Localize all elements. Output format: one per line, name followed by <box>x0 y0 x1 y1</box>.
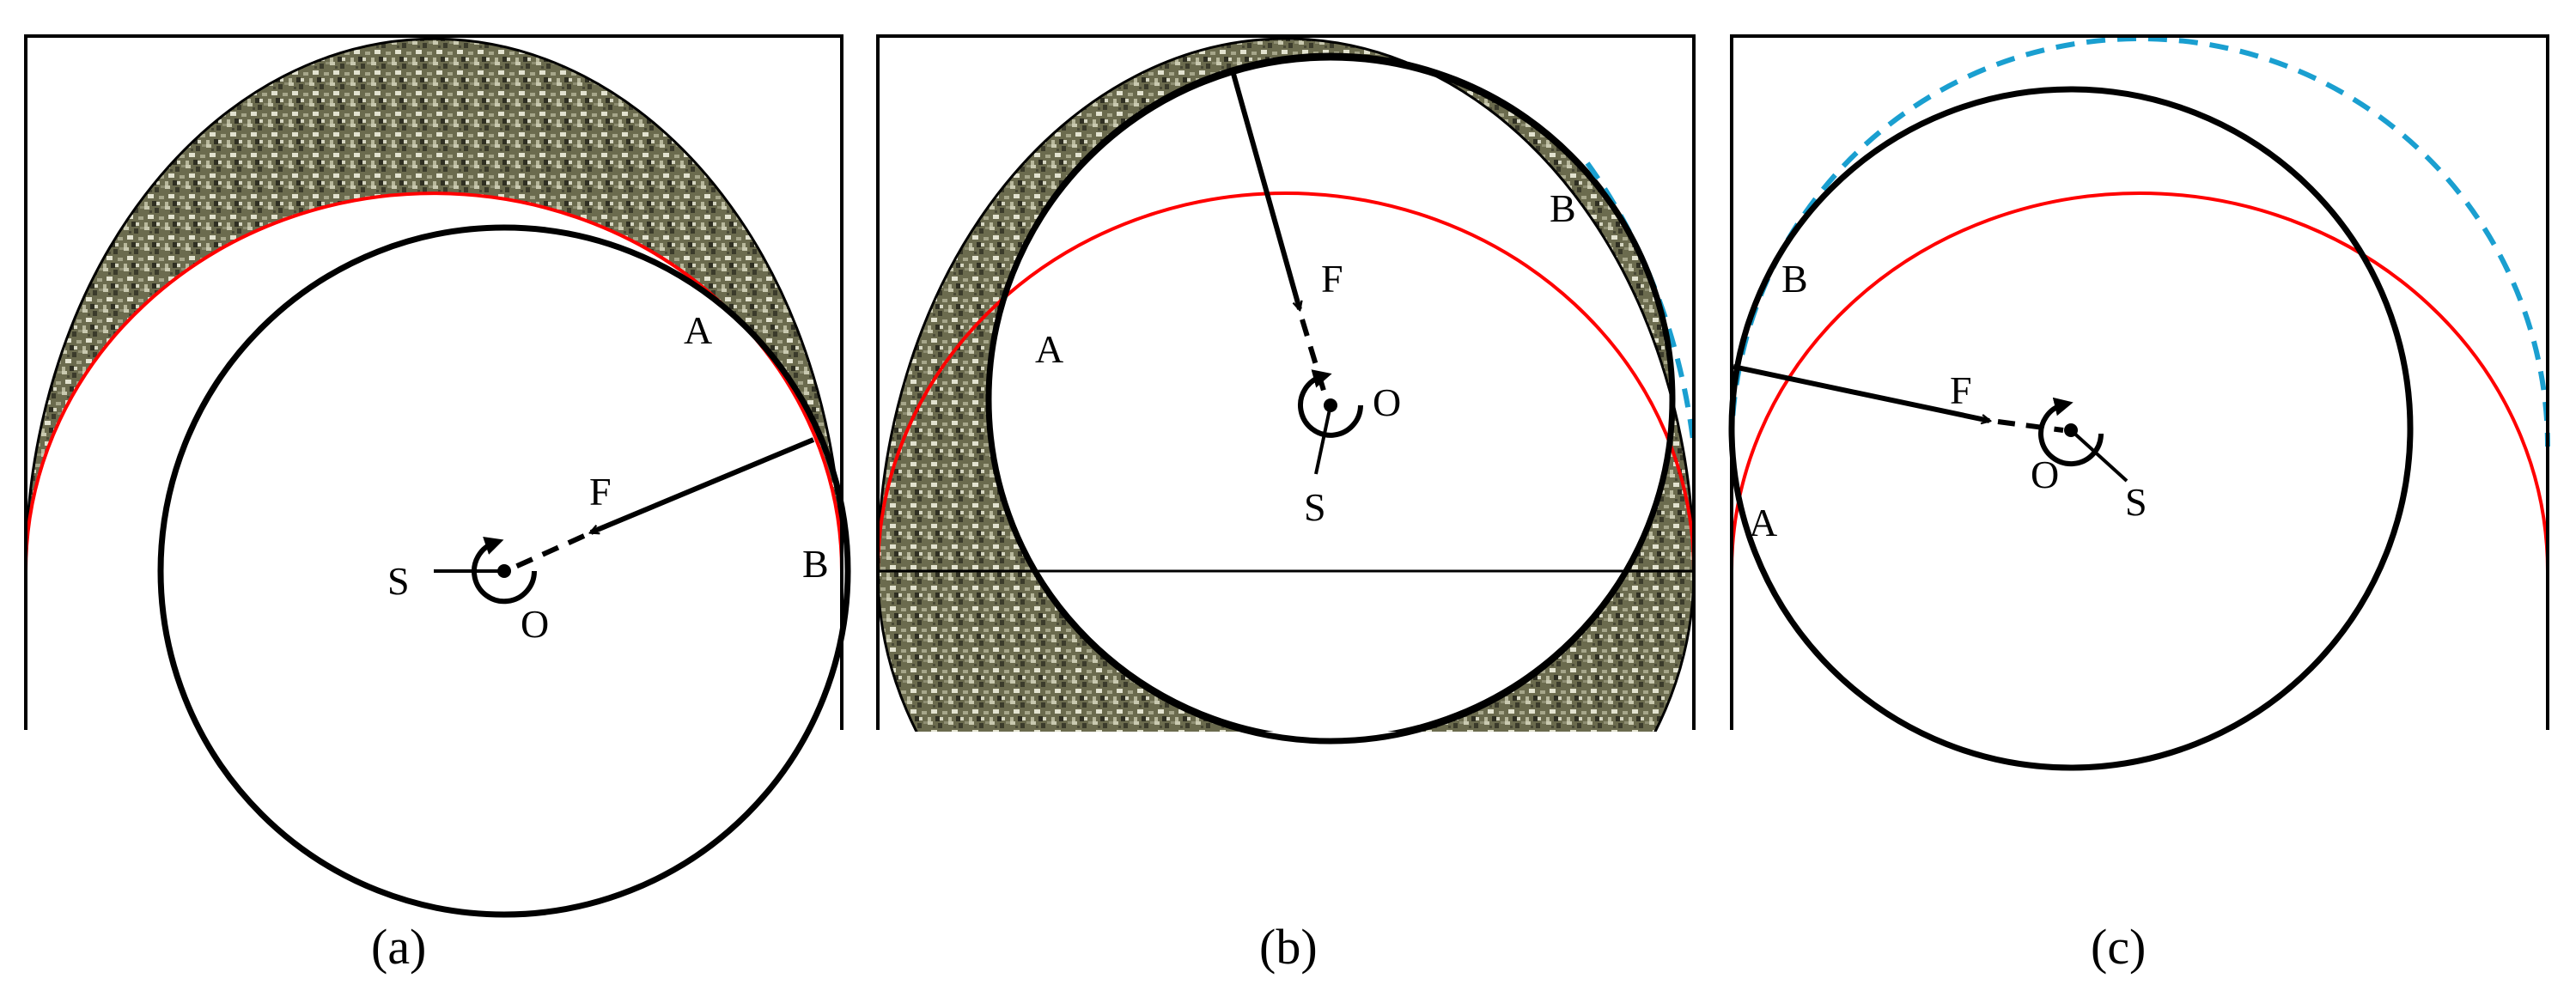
label-o: O <box>1373 380 1401 424</box>
label-b: B <box>1550 186 1576 230</box>
rotor-circle <box>985 54 1676 745</box>
housing-outline <box>876 34 1696 730</box>
force-line <box>1733 364 1989 421</box>
dashed-curve <box>1729 36 2550 447</box>
panel-b: A B F S O (b) <box>876 34 1696 975</box>
caption-b: (b) <box>1259 919 1318 975</box>
dashed-curve <box>1585 161 1696 447</box>
label-o: O <box>521 602 549 646</box>
label-a: A <box>1035 327 1063 371</box>
force-line <box>1231 73 1300 309</box>
red-curve <box>1730 191 2549 572</box>
rotor-circle <box>1728 86 2414 771</box>
panel-c: A B F S O (c) <box>1728 34 2550 975</box>
s-line <box>1314 404 1332 475</box>
label-f: F <box>1950 368 1972 412</box>
label-a: A <box>684 308 712 352</box>
force-dash <box>1997 419 2064 433</box>
label-o: O <box>2031 453 2059 496</box>
housing-outline <box>24 34 843 730</box>
red-curve <box>876 191 1696 572</box>
label-a: A <box>1749 501 1777 544</box>
caption-a: (a) <box>371 919 426 975</box>
label-f: F <box>1321 257 1343 301</box>
rotor-circle <box>157 224 851 918</box>
rotation-icon <box>472 537 538 605</box>
label-f: F <box>589 470 612 514</box>
label-s: S <box>1304 485 1326 529</box>
force-dash <box>514 533 586 569</box>
rotation-icon <box>1298 369 1363 438</box>
label-b: B <box>1781 257 1808 301</box>
housing-outline <box>1730 34 2549 730</box>
force-line <box>591 437 815 535</box>
label-s: S <box>387 559 410 603</box>
panel-a: A B F S O (a) <box>24 34 851 975</box>
s-line <box>2069 429 2128 483</box>
label-s: S <box>2125 480 2147 524</box>
label-b: B <box>802 542 829 586</box>
caption-c: (c) <box>2091 919 2146 975</box>
red-curve <box>24 191 843 572</box>
